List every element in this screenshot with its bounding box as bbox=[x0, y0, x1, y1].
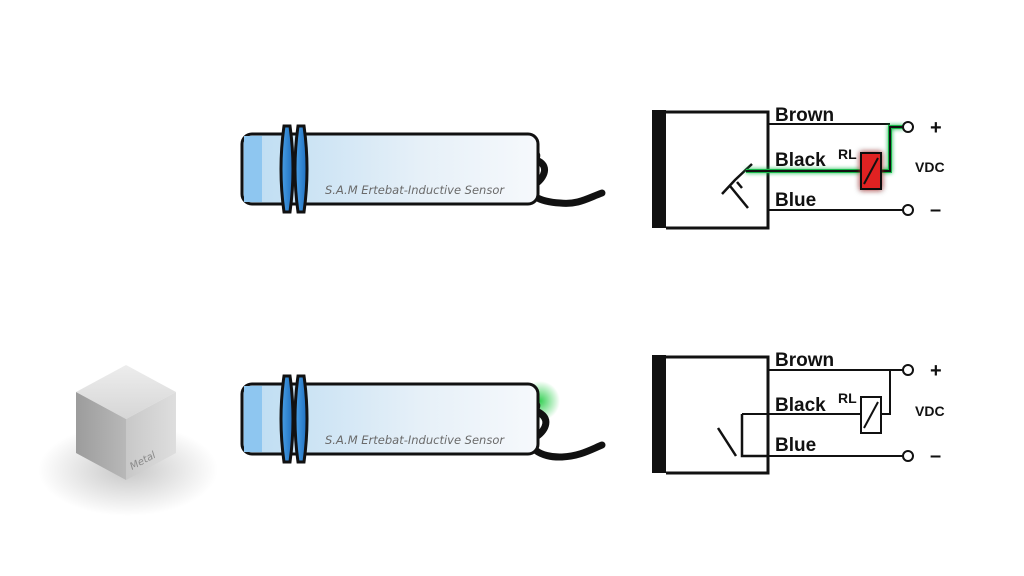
sensor-sensing-face bbox=[244, 136, 262, 202]
terminal-minus bbox=[902, 204, 914, 216]
label-minus: – bbox=[930, 199, 941, 221]
terminal-minus bbox=[902, 450, 914, 462]
label-blue: Blue bbox=[775, 435, 816, 456]
label-plus: + bbox=[930, 117, 942, 139]
sensor-label: S.A.M Ertebat-Inductive Sensor bbox=[325, 433, 505, 447]
label-brown: Brown bbox=[775, 350, 834, 371]
sensor-nut-left bbox=[279, 374, 295, 464]
sensor-nut-right bbox=[293, 124, 309, 214]
top-state: S.A.M Ertebat-Inductive Sensor Brown Bla… bbox=[240, 105, 945, 230]
top-sensor: S.A.M Ertebat-Inductive Sensor bbox=[240, 124, 606, 214]
label-relay: RL bbox=[838, 390, 857, 406]
sensor-block-bar bbox=[652, 110, 666, 228]
metal-cube-left bbox=[76, 392, 126, 480]
label-vdc: VDC bbox=[915, 159, 945, 175]
label-vdc: VDC bbox=[915, 403, 945, 419]
sensor-sensing-face bbox=[244, 386, 262, 452]
top-schematic: Brown Black Blue RL + – VDC bbox=[652, 105, 945, 230]
sensor-label: S.A.M Ertebat-Inductive Sensor bbox=[325, 183, 505, 197]
sensor-nut-right bbox=[293, 374, 309, 464]
label-minus: – bbox=[930, 445, 941, 467]
metal-cube-right bbox=[126, 392, 176, 480]
label-blue: Blue bbox=[775, 190, 816, 211]
terminal-plus bbox=[902, 364, 914, 376]
bottom-state: Metal S.A.M Ertebat-Inductive Sensor bbox=[38, 350, 945, 516]
label-black: Black bbox=[775, 395, 826, 416]
terminal-plus bbox=[902, 121, 914, 133]
bottom-schematic: Brown Black Blue RL + – VDC bbox=[652, 350, 945, 475]
relay-diagonal bbox=[863, 157, 879, 185]
sensor-nut-left bbox=[279, 124, 295, 214]
sensor-cable bbox=[526, 156, 606, 207]
label-brown: Brown bbox=[775, 105, 834, 126]
bottom-sensor: S.A.M Ertebat-Inductive Sensor bbox=[240, 374, 606, 464]
sensor-block-bar bbox=[652, 355, 666, 473]
black-wire bbox=[746, 126, 904, 172]
relay-diagonal bbox=[863, 401, 879, 429]
switch-symbol bbox=[716, 414, 768, 458]
sensor-cable bbox=[528, 407, 606, 461]
sensor-body bbox=[240, 382, 540, 456]
label-black: Black bbox=[775, 150, 826, 171]
black-wire bbox=[742, 370, 891, 415]
metal-target: Metal bbox=[38, 365, 218, 516]
label-relay: RL bbox=[838, 146, 857, 162]
sensor-body bbox=[240, 132, 540, 206]
label-plus: + bbox=[930, 360, 942, 382]
